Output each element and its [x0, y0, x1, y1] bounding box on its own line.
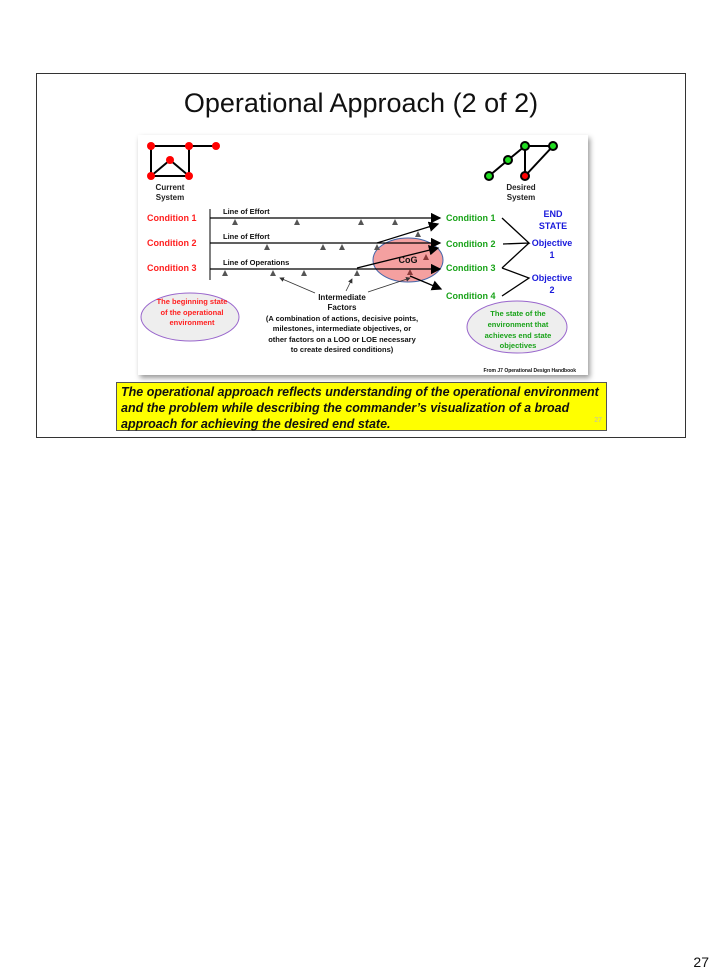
right-cloud-text-2: environment that — [488, 320, 549, 329]
left-cloud-text-2: of the operational — [161, 308, 224, 317]
desired-system-label: Desired — [506, 183, 535, 192]
end-condition-4: Condition 4 — [446, 291, 496, 301]
intermediate-desc-1: (A combination of actions, decisive poin… — [266, 314, 418, 323]
left-cloud-text-3: environment — [169, 318, 215, 327]
end-condition-2: Condition 2 — [446, 239, 496, 249]
end-state-label: END — [543, 209, 563, 219]
slide-frame — [36, 73, 686, 438]
start-condition-2: Condition 2 — [147, 238, 197, 248]
right-cloud-text-3: achieves end state — [485, 331, 552, 340]
cog-ellipse — [372, 237, 444, 283]
line-of-operations: Line of Operations — [223, 258, 289, 267]
right-cloud: The state of the environment that achieves… — [466, 300, 568, 354]
line-of-effort-1: Line of Effort — [223, 207, 270, 216]
intermediate-desc-4: to create desired conditions) — [291, 345, 394, 354]
line-of-effort-2: Line of Effort — [223, 232, 270, 241]
end-state-label-2: STATE — [539, 221, 567, 231]
left-cloud: The beginning state of the operationalenv… — [140, 292, 240, 342]
intermediate-desc-2: milestones, intermediate objectives, or — [273, 324, 411, 333]
intermediate-factors-title-2: Factors — [328, 303, 357, 312]
objective-1: Objective — [532, 238, 573, 248]
objective-2-num: 2 — [549, 285, 554, 295]
current-system-network — [147, 142, 220, 180]
page-number: 27 — [693, 954, 709, 970]
current-system-label-2: System — [156, 193, 184, 202]
intermediate-factors-title: Intermediate — [318, 293, 366, 302]
left-cloud-text-1: The beginning state — [157, 297, 228, 306]
start-condition-3: Condition 3 — [147, 263, 197, 273]
objective-2: Objective — [532, 273, 573, 283]
desired-system-label-2: System — [507, 193, 535, 202]
right-cloud-text-1: The state of the — [490, 309, 545, 318]
desired-system-network — [484, 141, 558, 181]
source-credit: From J7 Operational Design Handbook — [483, 368, 576, 374]
end-condition-3: Condition 3 — [446, 263, 496, 273]
objective-1-num: 1 — [549, 250, 554, 260]
start-condition-1: Condition 1 — [147, 213, 197, 223]
intermediate-factor-triangles — [222, 219, 429, 276]
operational-approach-diagram: Current System Desired System Condition … — [138, 135, 588, 375]
right-cloud-text-4: objectives — [500, 341, 537, 350]
intermediate-desc-3: other factors on a LOO or LOE necessary — [268, 335, 416, 344]
caption-text: The operational approach reflects unders… — [121, 385, 599, 431]
cog-label: CoG — [399, 255, 418, 265]
current-system-label: Current — [156, 183, 185, 192]
slide-title: Operational Approach (2 of 2) — [183, 88, 539, 118]
inner-page-number: 27 — [594, 417, 602, 424]
end-condition-1: Condition 1 — [446, 213, 496, 223]
caption-box: The operational approach reflects unders… — [116, 382, 607, 431]
